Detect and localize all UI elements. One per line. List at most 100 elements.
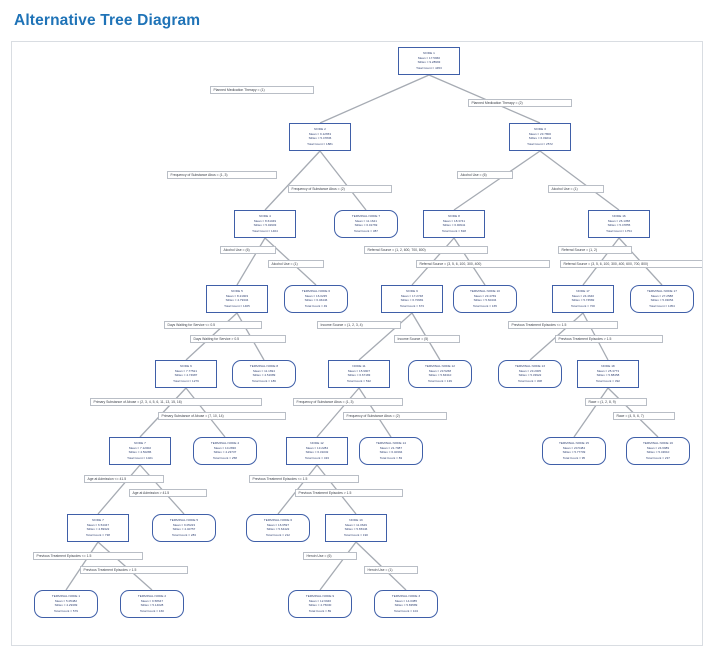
tree-edge-label: Previous Treatment Episodes > 1.5: [80, 566, 188, 574]
tree-edge-label: Primary Substance of Abuse = (7, 10, 14): [158, 412, 286, 420]
tree-edge-label: Frequency of Substance Abus = (1, 3): [167, 171, 277, 179]
node-stat-mean: Mean = 20.5484: [562, 446, 586, 451]
tree-edge: [539, 150, 620, 211]
tree-edge-label: Planned Medication Therapy = (2): [468, 99, 572, 107]
node-stat-mean: Mean = 11.1641: [355, 219, 377, 224]
node-label: TERMINAL NODE 12: [425, 363, 455, 368]
node-stat-count: Total Count = 83: [379, 455, 403, 460]
node-stat-count: Total Count = 433: [305, 455, 329, 460]
tree-edge: [319, 74, 430, 124]
node-stat-mean: Mean = 11.0649: [345, 523, 367, 528]
node-stat-stdev: StDev = 5.43610: [646, 450, 670, 455]
node-label: NODE 18: [601, 363, 615, 368]
tree-edge-label: Race = (4, 5, 6, 7): [613, 412, 675, 420]
node-stat-count: Total Count = 1881: [307, 141, 333, 146]
node-label: NODE 16: [612, 213, 626, 218]
tree-edge-label: Previous Treatment Episodes > 1.5: [555, 335, 663, 343]
node-stat-count: Total Count = 237: [646, 455, 670, 460]
node-stat-mean: Mean = 8.61049: [253, 219, 277, 224]
tree-edge-label: Previous Treatment Episodes <= 1.5: [33, 552, 143, 560]
tree-edge-label: Age at Admission <= 41.5: [84, 475, 164, 483]
tree-edge-label: Previous Treatment Episodes > 1.5: [295, 489, 403, 497]
node-stat-stdev: StDev = 5.03054: [650, 298, 674, 303]
node-stat-stdev: StDev = 9.28993: [417, 60, 441, 65]
node-stat-count: Total Count = 700: [571, 303, 595, 308]
node-stat-count: Total Count = 308: [518, 378, 542, 383]
tree-edge-label: Heroin Use = (1): [364, 566, 418, 574]
node-stat-count: Total Count = 4453: [416, 65, 442, 70]
node-stat-mean: Mean = 15.9907: [347, 369, 371, 374]
tree-edge-label: Race = (1, 2, 8, 9): [585, 398, 647, 406]
node-stat-mean: Mean = 25.3773: [596, 369, 620, 374]
node-label: TERMINAL NODE 5: [169, 517, 199, 522]
node-stat-stdev: StDev = 5.02903: [253, 223, 277, 228]
node-stat-stdev: StDev = 4.89322: [86, 527, 110, 532]
node-label: TERMINAL NODE 7: [351, 213, 381, 218]
node-label: TERMINAL NODE 8: [249, 363, 279, 368]
node-stat-stdev: StDev = 6.67183: [347, 373, 371, 378]
tree-edge-label: Primary Substance of Abuse = (2, 3, 4, 5…: [90, 398, 262, 406]
node-stat-count: Total Count = 1021: [127, 455, 153, 460]
node-stat-mean: Mean = 21.7987: [379, 446, 403, 451]
node-label: TERMINAL NODE 9: [305, 593, 335, 598]
node-stat-stdev: StDev = 6.09211: [528, 136, 552, 141]
node-stat-stdev: StDev = 5.33922: [518, 373, 542, 378]
node-stat-mean: Mean = 10.2830: [213, 446, 237, 451]
node-stat-stdev: StDev = 6.01769: [354, 223, 378, 228]
node-label: TERMINAL NODE 1: [51, 593, 81, 598]
node-label: NODE 11: [352, 363, 366, 368]
tree-edge: [264, 150, 321, 211]
node-stat-count: Total Count = 1464: [252, 228, 278, 233]
node-stat-mean: Mean = 24.6989: [646, 446, 670, 451]
node-stat-stdev: StDev = 6.90941: [442, 223, 466, 228]
node-stat-count: Total Count = 818: [442, 228, 466, 233]
page-title: Alternative Tree Diagram: [14, 12, 201, 29]
tree-edge-label: Previous Treatment Episodes <= 1.5: [508, 321, 618, 329]
tree-edge: [573, 387, 609, 438]
node-label: NODE 1: [423, 50, 435, 55]
node-stat-stdev: StDev = 4.23737: [213, 450, 237, 455]
tree-edge-label: Days Waiting for Service <= 0.5: [164, 321, 262, 329]
node-stat-count: Total Count = 387: [354, 228, 378, 233]
node-stat-count: Total Count = 95: [562, 455, 586, 460]
tree-edge-label: Alcohol Use = (1): [548, 185, 604, 193]
node-stat-stdev: StDev = 4.74987: [174, 373, 198, 378]
tree-edge: [97, 464, 141, 515]
node-stat-stdev: StDev = 6.46446: [304, 298, 328, 303]
node-stat-mean: Mean = 24.4640: [571, 294, 595, 299]
